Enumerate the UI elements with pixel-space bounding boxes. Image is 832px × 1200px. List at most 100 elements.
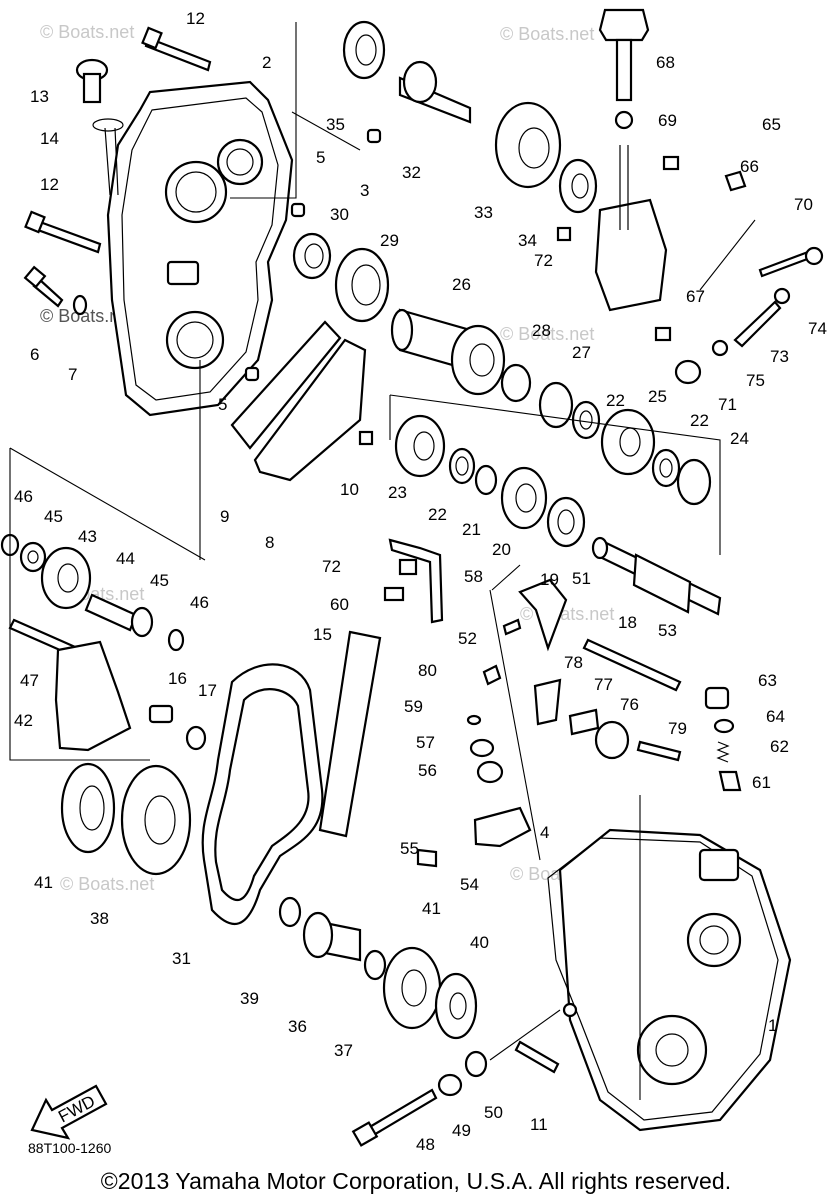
callout-14: 14 <box>40 129 59 148</box>
callout-63: 63 <box>758 671 777 690</box>
callout-79: 79 <box>668 719 687 738</box>
callout-46b: 46 <box>190 593 209 612</box>
callout-53: 53 <box>658 621 677 640</box>
callout-3: 3 <box>360 181 369 200</box>
watermark: © Boats.net <box>40 306 134 326</box>
callout-18: 18 <box>618 613 637 632</box>
callout-40: 40 <box>470 933 489 952</box>
callout-64: 64 <box>766 707 785 726</box>
callout-26: 26 <box>452 275 471 294</box>
callout-61: 61 <box>752 773 771 792</box>
drawing-code: 88T100-1260 <box>28 1140 112 1156</box>
callout-44: 44 <box>116 549 135 568</box>
callout-52: 52 <box>458 629 477 648</box>
callout-65: 65 <box>762 115 781 134</box>
callout-68: 68 <box>656 53 675 72</box>
callout-46: 46 <box>14 487 33 506</box>
watermark: © Boats.net <box>40 22 134 42</box>
callout-74: 74 <box>808 319 827 338</box>
callout-labels: 1 2 3 4 5 5 6 7 8 9 10 11 12 12 13 14 15… <box>14 9 827 1154</box>
callout-49: 49 <box>452 1121 471 1140</box>
callout-41: 41 <box>34 873 53 892</box>
gear-23-group <box>394 414 586 548</box>
callout-75: 75 <box>746 371 765 390</box>
callout-16: 16 <box>168 669 187 688</box>
callout-5b: 5 <box>218 395 227 414</box>
part-6-bolt <box>23 265 88 316</box>
callout-35: 35 <box>326 115 345 134</box>
callout-33: 33 <box>474 203 493 222</box>
callout-60: 60 <box>330 595 349 614</box>
callout-73: 73 <box>770 347 789 366</box>
detent-parts <box>416 664 682 868</box>
callout-66: 66 <box>740 157 759 176</box>
callout-27: 27 <box>572 343 591 362</box>
callout-13: 13 <box>30 87 49 106</box>
callout-37: 37 <box>334 1041 353 1060</box>
part-2-case-cover <box>106 80 294 417</box>
part-42-bracket <box>54 640 207 752</box>
callout-56: 56 <box>418 761 437 780</box>
callout-17: 17 <box>198 681 217 700</box>
callout-48: 48 <box>416 1135 435 1154</box>
exploded-parts-diagram: © Boats.net © Boats.net © Boats.net © Bo… <box>0 8 827 1154</box>
callout-20: 20 <box>492 540 511 559</box>
gaskets-8-9 <box>230 320 374 482</box>
callout-78: 78 <box>564 653 583 672</box>
callout-57: 57 <box>416 733 435 752</box>
part-1-front-case <box>547 828 792 1132</box>
callout-19: 19 <box>540 570 559 589</box>
callout-8: 8 <box>265 533 274 552</box>
callout-51: 51 <box>572 569 591 588</box>
shift-linkage <box>594 145 824 385</box>
part-13-dipstick <box>75 58 124 196</box>
callout-22: 22 <box>428 505 447 524</box>
callout-72: 72 <box>534 251 553 270</box>
reference-lines <box>9 22 756 1100</box>
callout-1: 1 <box>768 1016 777 1035</box>
part-68-knob <box>598 8 650 130</box>
callout-45b: 45 <box>150 571 169 590</box>
bearings-upper-left <box>244 20 390 382</box>
watermark: © Boats.net <box>500 324 594 344</box>
callout-24: 24 <box>730 429 749 448</box>
callout-71: 71 <box>718 395 737 414</box>
part-18-shaft <box>591 536 722 616</box>
callout-9: 9 <box>220 507 229 526</box>
callout-5: 5 <box>316 148 325 167</box>
callout-41b: 41 <box>422 899 441 918</box>
callout-4: 4 <box>540 823 549 842</box>
bearing-41-gear-38 <box>60 762 192 876</box>
left-bearings <box>0 533 185 660</box>
watermark: © Boats.net <box>60 874 154 894</box>
callout-43: 43 <box>78 527 97 546</box>
callout-69: 69 <box>658 111 677 130</box>
callout-25: 25 <box>648 387 667 406</box>
callout-22b: 22 <box>606 391 625 410</box>
callout-70: 70 <box>794 195 813 214</box>
callout-50: 50 <box>484 1103 503 1122</box>
callout-10: 10 <box>340 480 359 499</box>
gear-shafts-upper <box>398 60 598 242</box>
copyright-notice: ©2013 Yamaha Motor Corporation, U.S.A. A… <box>100 1168 732 1194</box>
watermark: © Boats.net <box>500 24 594 44</box>
callout-21: 21 <box>462 520 481 539</box>
part-31-belt <box>201 630 382 926</box>
callout-72b: 72 <box>322 557 341 576</box>
callout-15: 15 <box>313 625 332 644</box>
callout-31: 31 <box>172 949 191 968</box>
callout-38: 38 <box>90 909 109 928</box>
callout-39: 39 <box>240 989 259 1008</box>
callout-45: 45 <box>44 507 63 526</box>
callout-62: 62 <box>770 737 789 756</box>
callout-42: 42 <box>14 711 33 730</box>
parts-36-40 <box>278 896 478 1040</box>
callout-30: 30 <box>330 205 349 224</box>
callout-29: 29 <box>380 231 399 250</box>
callout-80: 80 <box>418 661 437 680</box>
callout-47: 47 <box>20 671 39 690</box>
callout-77: 77 <box>594 675 613 694</box>
callout-67: 67 <box>686 287 705 306</box>
callout-11: 11 <box>530 1115 548 1134</box>
callout-7: 7 <box>68 365 77 384</box>
